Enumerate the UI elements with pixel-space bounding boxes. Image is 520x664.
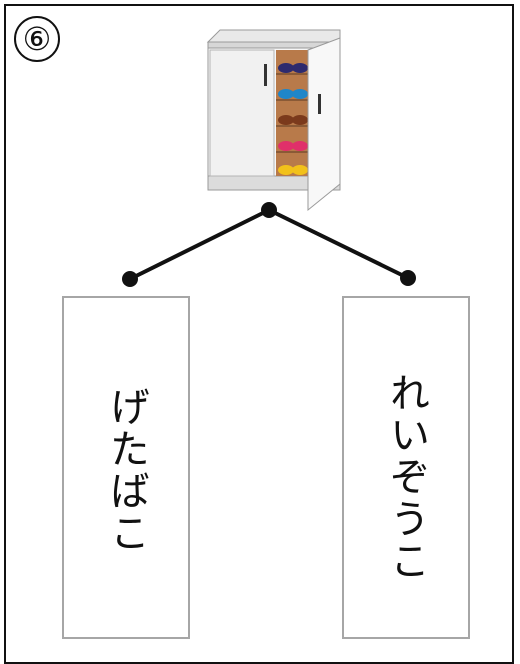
choice-box-reizouko[interactable]: れいぞうこ xyxy=(342,296,470,639)
choice-box-getabako[interactable]: げたばこ xyxy=(62,296,190,639)
choice-label-getabako: げたばこ xyxy=(103,386,149,554)
choice-label-reizouko: れいぞうこ xyxy=(383,372,429,582)
question-number: ⑥ xyxy=(14,16,60,62)
shoe-cabinet-icon xyxy=(200,24,350,219)
